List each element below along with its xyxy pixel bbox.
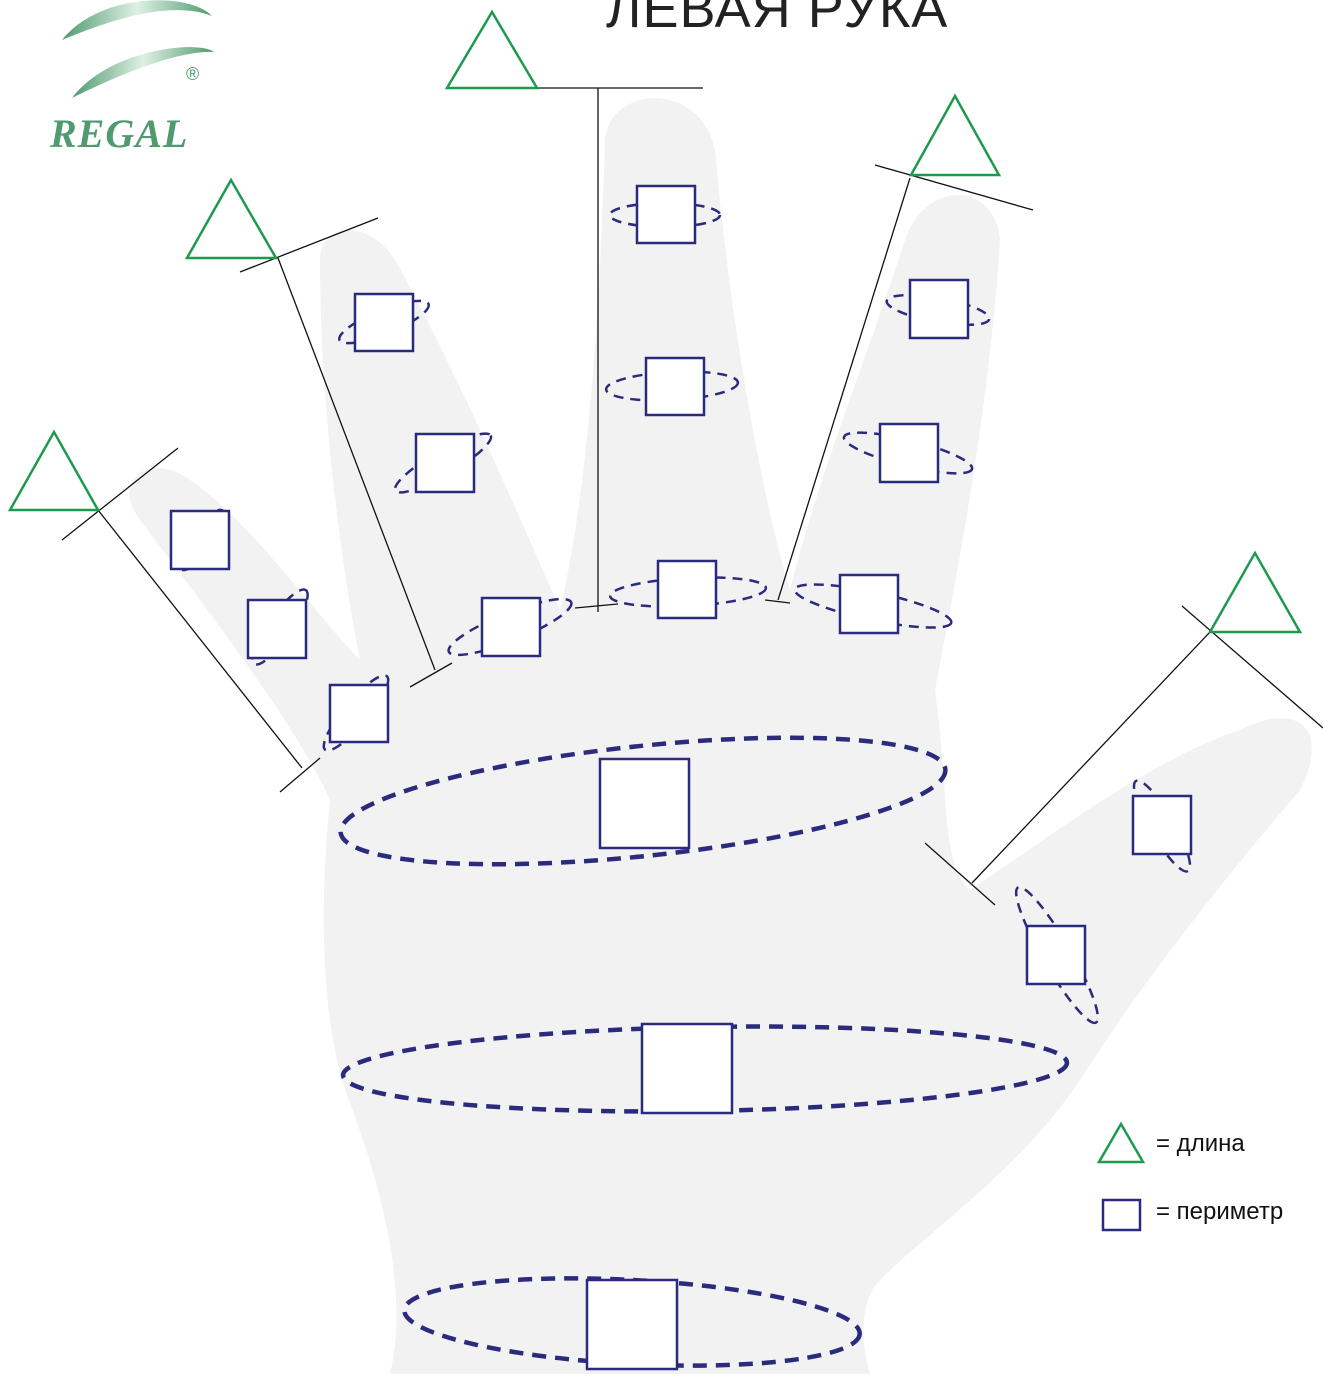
little-finger-length-cap bbox=[61, 447, 179, 541]
perimeter-fields[interactable] bbox=[169, 184, 1193, 1371]
index-finger-base-perimeter-field[interactable] bbox=[480, 596, 542, 658]
little-finger-mid-perimeter-field[interactable] bbox=[246, 598, 308, 660]
index-finger-mid-perimeter-field[interactable] bbox=[414, 432, 476, 494]
thumb-top-perimeter-field[interactable] bbox=[1131, 794, 1193, 856]
middle-finger-base-perimeter-field[interactable] bbox=[656, 559, 718, 620]
brand-logo-text: REGAL bbox=[50, 111, 189, 156]
length-fields[interactable] bbox=[7, 9, 1303, 634]
legend bbox=[1096, 1121, 1146, 1232]
middle-finger-top-perimeter-field[interactable] bbox=[635, 184, 697, 245]
square-icon bbox=[1101, 1198, 1142, 1232]
ring-finger-base-loop bbox=[793, 583, 953, 629]
thumb-length-line bbox=[971, 631, 1211, 884]
logo-swirl-icon bbox=[62, 0, 214, 98]
triangle-icon bbox=[1096, 1121, 1146, 1164]
ring-finger-length-line bbox=[777, 177, 911, 601]
thumb-base-perimeter-field[interactable] bbox=[1025, 924, 1087, 986]
palm-perimeter-field[interactable] bbox=[598, 757, 691, 850]
legend-perimeter-label: = периметр bbox=[1156, 1198, 1284, 1225]
legend-length-label: = длина bbox=[1156, 1130, 1245, 1157]
middle-finger-mid-perimeter-field[interactable] bbox=[644, 356, 706, 417]
ring-finger-mid-perimeter-field[interactable] bbox=[878, 422, 940, 484]
page-title: ЛЕВАЯ РУКА bbox=[606, 0, 949, 39]
hand-width-perimeter-field[interactable] bbox=[640, 1022, 734, 1115]
little-finger-base-perimeter-field[interactable] bbox=[328, 683, 390, 744]
ring-finger-top-perimeter-field[interactable] bbox=[908, 278, 970, 340]
length-lines bbox=[61, 87, 1323, 906]
little-finger-top-perimeter-field[interactable] bbox=[169, 509, 231, 571]
little-finger-length-line bbox=[97, 509, 303, 769]
index-finger-top-perimeter-field[interactable] bbox=[353, 292, 415, 353]
registered-mark: ® bbox=[186, 64, 200, 84]
ring-finger-length-base bbox=[764, 599, 791, 604]
index-finger-length-base bbox=[409, 662, 453, 688]
palm-loop bbox=[338, 735, 948, 867]
thumb-length-field[interactable] bbox=[1207, 550, 1303, 634]
index-finger-length-line bbox=[277, 257, 436, 671]
index-finger-length-cap bbox=[239, 217, 379, 273]
middle-finger-length-field[interactable] bbox=[444, 9, 540, 90]
little-finger-length-base bbox=[279, 757, 321, 793]
little-finger-length-field[interactable] bbox=[7, 429, 101, 512]
index-finger-length-field[interactable] bbox=[184, 177, 279, 260]
middle-finger-length-base bbox=[574, 603, 619, 609]
thumb-length-base bbox=[924, 842, 996, 906]
ring-finger-length-cap bbox=[874, 164, 1034, 211]
thumb-length-cap bbox=[1181, 605, 1323, 729]
hand-silhouette bbox=[129, 98, 1312, 1375]
ring-finger-base-perimeter-field[interactable] bbox=[838, 573, 900, 635]
wrist-perimeter-field[interactable] bbox=[585, 1278, 679, 1371]
ring-finger-length-field[interactable] bbox=[908, 93, 1002, 177]
